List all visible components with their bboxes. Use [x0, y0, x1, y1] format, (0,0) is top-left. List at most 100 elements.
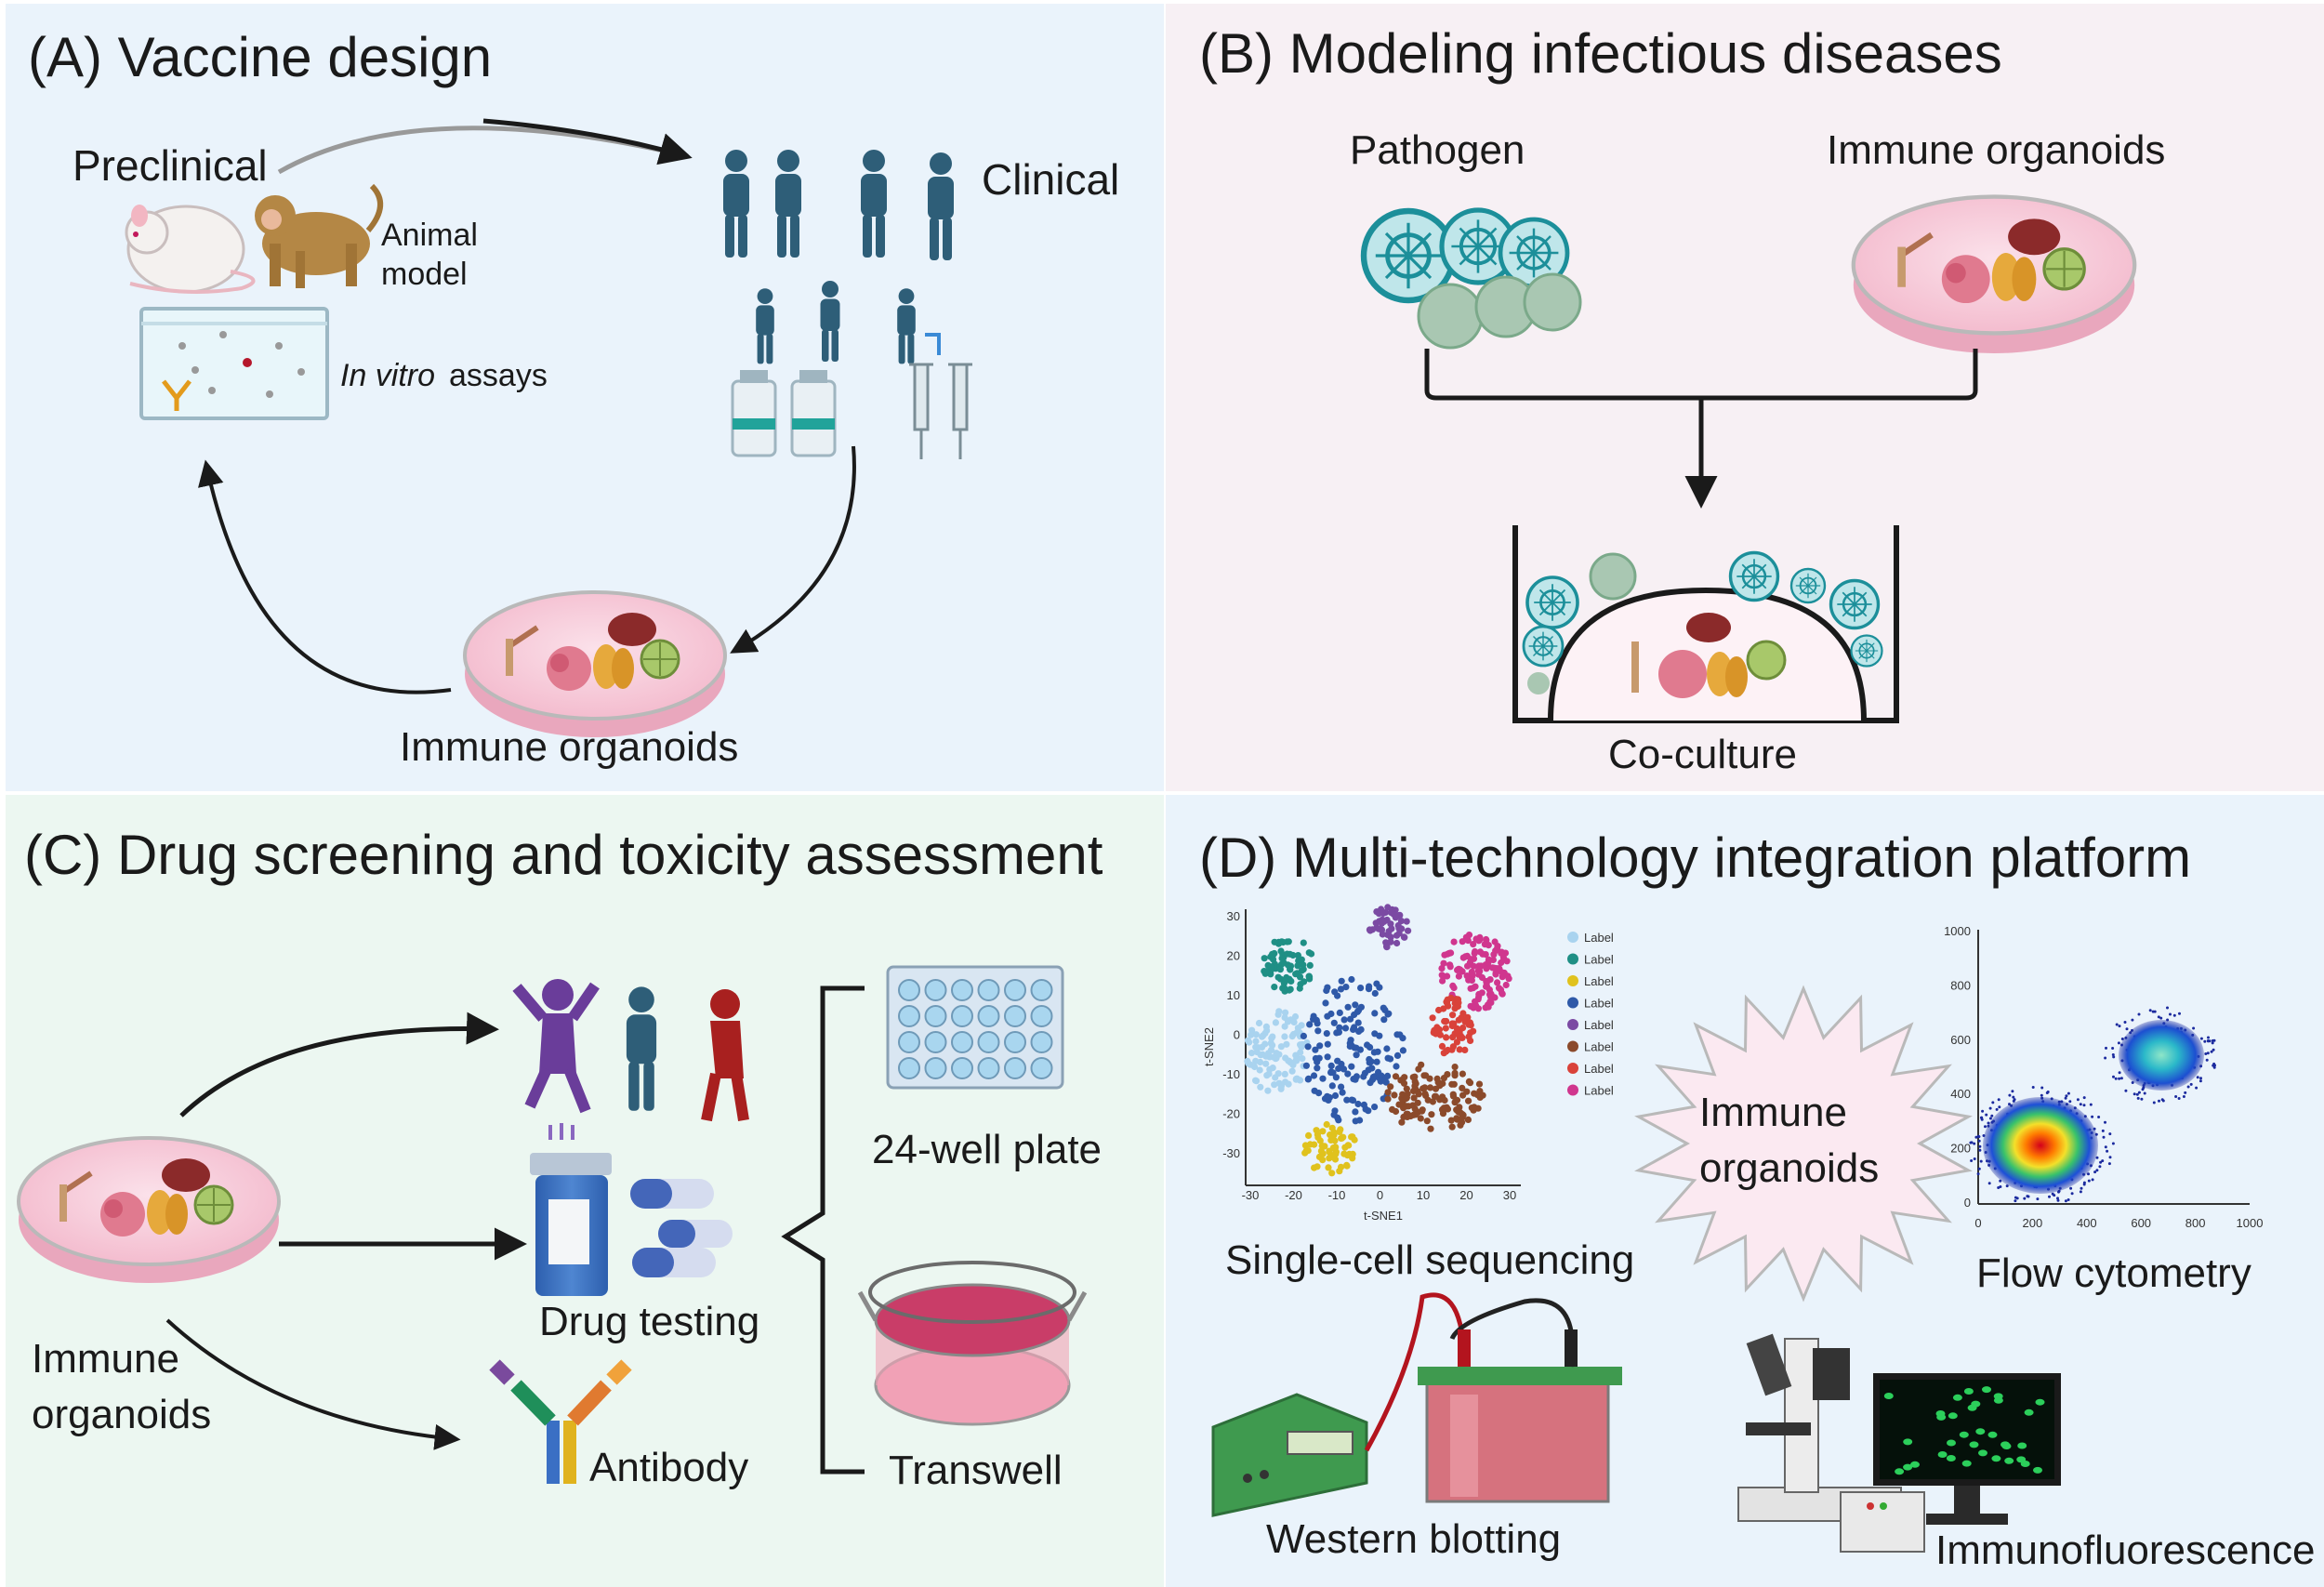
- organoids-label-b: Immune organoids: [1827, 127, 2166, 173]
- organoids-label-a: Immune organoids: [400, 724, 739, 770]
- plate-well: [1004, 979, 1026, 1001]
- tsne-point: [1444, 1046, 1451, 1054]
- flow-event: [2008, 1093, 2012, 1097]
- tsne-point: [1324, 1040, 1331, 1048]
- tsne-point: [1298, 1022, 1305, 1029]
- tsne-point: [1355, 1027, 1363, 1035]
- tsne-point: [1298, 967, 1305, 974]
- tsne-point: [1301, 1149, 1309, 1157]
- tsne-point: [1470, 962, 1477, 970]
- clinical-label: Clinical: [982, 155, 1120, 204]
- tsne-point: [1306, 1021, 1314, 1028]
- plate-well: [924, 1031, 947, 1053]
- tsne-point: [1255, 1019, 1263, 1027]
- vaccine-vials-icon: [731, 370, 837, 457]
- tsne-point: [1334, 1057, 1341, 1065]
- tsne-point: [1403, 1094, 1410, 1103]
- flow-event: [2082, 1104, 2086, 1107]
- tsne-point: [1271, 938, 1278, 946]
- flow-event: [1984, 1125, 1987, 1129]
- fluorescent-cell: [1959, 1431, 1969, 1438]
- tsne-point: [1467, 1002, 1474, 1010]
- panel-d-title: (D) Multi-technology integration platfor…: [1199, 827, 2192, 889]
- tsne-point: [1497, 986, 1505, 994]
- tsne-point: [1399, 1047, 1406, 1054]
- tsne-point: [1336, 1024, 1343, 1031]
- flow-event: [2204, 1052, 2208, 1055]
- tsne-point: [1338, 977, 1345, 985]
- flow-event: [2205, 1058, 2209, 1062]
- tsne-point: [1335, 1065, 1342, 1072]
- plate-well: [898, 979, 920, 1001]
- tsne-point: [1304, 1043, 1312, 1051]
- flow-event: [2106, 1149, 2109, 1153]
- plate-well: [1004, 1031, 1026, 1053]
- flow-xtick: 200: [2023, 1216, 2043, 1230]
- flow-event: [1973, 1142, 1976, 1145]
- tsne-point: [1448, 1020, 1456, 1027]
- flow-event: [1980, 1118, 1984, 1121]
- preclinical-label: Preclinical: [73, 141, 268, 190]
- tsne-point: [1327, 1010, 1335, 1018]
- tsne-xtick: -20: [1285, 1188, 1302, 1202]
- tsne-point: [1491, 938, 1499, 946]
- tsne-point: [1459, 1084, 1466, 1091]
- tsne-point: [1285, 1057, 1292, 1065]
- plate-well: [1030, 1057, 1053, 1079]
- tsne-point: [1354, 1007, 1363, 1014]
- flow-event: [2166, 1006, 2169, 1010]
- flow-xtick: 0: [1974, 1216, 1981, 1230]
- flow-event: [2105, 1046, 2107, 1050]
- tsne-point: [1451, 1072, 1459, 1079]
- plate-well: [1030, 979, 1053, 1001]
- flow-event: [2104, 1056, 2107, 1060]
- tsne-point: [1284, 961, 1291, 969]
- tsne-point: [1383, 1045, 1391, 1052]
- tsne-point: [1422, 1072, 1430, 1079]
- tsne-point: [1455, 999, 1462, 1007]
- flow-event: [2079, 1103, 2082, 1106]
- tsne-legend-marker: [1567, 1040, 1578, 1052]
- flow-event: [1978, 1148, 1982, 1152]
- flow-event: [1979, 1159, 1983, 1163]
- tsne-point: [1302, 1062, 1310, 1069]
- plate-well: [898, 1057, 920, 1079]
- tsne-point: [1322, 999, 1329, 1007]
- flow-event: [2040, 1093, 2043, 1097]
- tsne-point: [1257, 1083, 1264, 1091]
- tsne-point: [1376, 984, 1383, 991]
- tsne-point: [1328, 1082, 1336, 1090]
- tsne-point: [1353, 1073, 1360, 1080]
- tsne-point: [1483, 965, 1490, 972]
- tsne-point: [1415, 1091, 1422, 1098]
- tsne-point: [1299, 1055, 1306, 1063]
- tsne-point: [1290, 1018, 1298, 1026]
- tsne-point: [1370, 1049, 1378, 1056]
- tsne-point: [1470, 955, 1478, 962]
- fluorescent-cell: [2020, 1461, 2030, 1467]
- flow-event: [2160, 1098, 2164, 1102]
- tsne-point: [1360, 1101, 1367, 1108]
- flow-event: [2095, 1169, 2099, 1172]
- tsne-point: [1336, 1009, 1343, 1016]
- flow-event: [2056, 1197, 2059, 1200]
- flow-event: [2206, 1051, 2210, 1055]
- fluorescent-cell: [1895, 1468, 1905, 1475]
- tsne-ytick: 20: [1227, 949, 1240, 963]
- flow-event: [2091, 1115, 2094, 1118]
- arrow-to-people: [179, 1012, 499, 1118]
- fluorescent-cell: [1963, 1388, 1974, 1395]
- flow-event: [2169, 1012, 2172, 1016]
- fluorescent-cell: [2024, 1408, 2034, 1416]
- tsne-point: [1449, 1034, 1457, 1041]
- flow-event: [2118, 1071, 2121, 1075]
- tsne-ytick: -30: [1222, 1146, 1240, 1160]
- tsne-xtick: -30: [1242, 1188, 1260, 1202]
- flow-event: [1999, 1185, 2002, 1188]
- tsne-point: [1451, 1064, 1459, 1071]
- tsne-point: [1357, 985, 1365, 992]
- tsne-point: [1314, 1065, 1321, 1072]
- tsne-point: [1281, 1023, 1288, 1030]
